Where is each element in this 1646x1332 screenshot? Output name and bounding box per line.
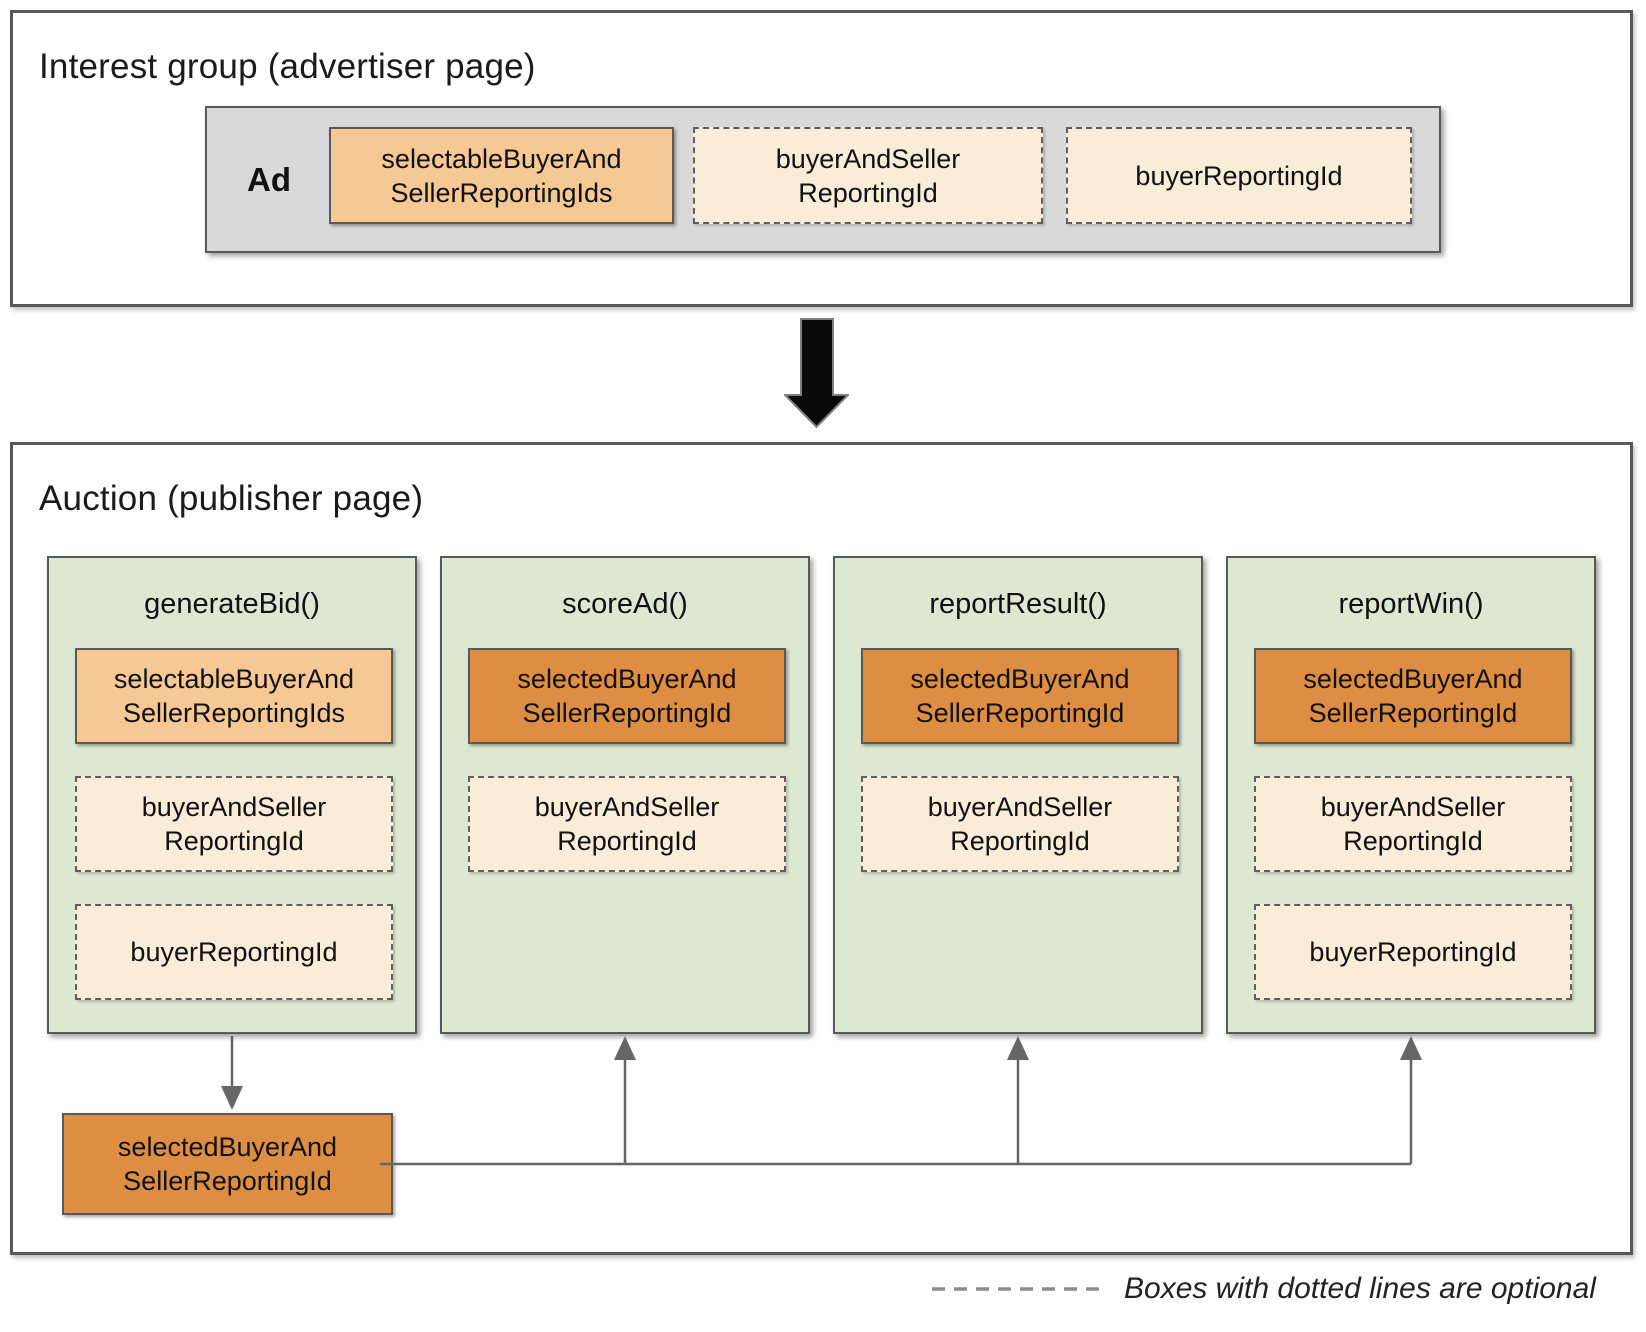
box-label: selectedBuyerAnd SellerReportingId (517, 664, 737, 728)
box-label: buyerReportingId (1309, 937, 1517, 967)
dashed-line-sample-icon (932, 1287, 1100, 1291)
ig-box-label: selectableBuyerAnd SellerReportingIds (381, 143, 622, 208)
ig-box-label: buyerReportingId (1135, 160, 1343, 191)
box-label: selectableBuyerAnd SellerReportingIds (113, 664, 355, 728)
auction-section: Auction (publisher page) generateBid() s… (10, 442, 1633, 1255)
ig-buyer-and-seller-reporting-id-box: buyerAndSeller ReportingId (693, 127, 1043, 224)
generatebid-selectable-ids-box: selectableBuyerAnd SellerReportingIds (75, 648, 393, 744)
reportresult-buyer-and-seller-id-box: buyerAndSeller ReportingId (861, 776, 1179, 872)
flow-down-arrow-shape (784, 318, 849, 429)
selected-buyer-and-seller-reporting-id-output-box: selectedBuyerAnd SellerReportingId (62, 1113, 393, 1215)
scoread-title: scoreAd() (562, 588, 688, 620)
box-label: selectedBuyerAnd SellerReportingId (1303, 664, 1523, 728)
scoread-column: scoreAd() selectedBuyerAnd SellerReporti… (440, 556, 810, 1034)
generatebid-column: generateBid() selectableBuyerAnd SellerR… (47, 556, 417, 1034)
reportresult-title: reportResult() (929, 588, 1107, 620)
reportwin-buyer-and-seller-id-box: buyerAndSeller ReportingId (1254, 776, 1572, 872)
generatebid-buyer-reporting-id-box: buyerReportingId (75, 904, 393, 1000)
box-label: buyerReportingId (130, 937, 338, 967)
reportresult-selected-id-box: selectedBuyerAnd SellerReportingId (861, 648, 1179, 744)
reportresult-column: reportResult() selectedBuyerAnd SellerRe… (833, 556, 1203, 1034)
ad-container: Ad selectableBuyerAnd SellerReportingIds… (205, 106, 1441, 253)
reportwin-selected-id-box: selectedBuyerAnd SellerReportingId (1254, 648, 1572, 744)
reportwin-column: reportWin() selectedBuyerAnd SellerRepor… (1226, 556, 1596, 1034)
reportwin-title: reportWin() (1338, 588, 1484, 620)
scoread-selected-id-box: selectedBuyerAnd SellerReportingId (468, 648, 786, 744)
box-label: buyerAndSeller ReportingId (1320, 792, 1506, 856)
auction-title: Auction (publisher page) (39, 479, 424, 518)
box-label: buyerAndSeller ReportingId (534, 792, 720, 856)
scoread-buyer-and-seller-id-box: buyerAndSeller ReportingId (468, 776, 786, 872)
generatebid-title: generateBid() (144, 588, 320, 620)
interest-group-section: Interest group (advertiser page) Ad sele… (10, 10, 1633, 307)
box-label: buyerAndSeller ReportingId (927, 792, 1113, 856)
ig-buyer-reporting-id-box: buyerReportingId (1066, 127, 1412, 224)
ig-box-label: buyerAndSeller ReportingId (775, 143, 961, 208)
box-label: buyerAndSeller ReportingId (141, 792, 327, 856)
reportwin-buyer-reporting-id-box: buyerReportingId (1254, 904, 1572, 1000)
interest-group-title: Interest group (advertiser page) (39, 47, 536, 86)
ad-label: Ad (247, 160, 291, 198)
box-label: selectedBuyerAnd SellerReportingId (117, 1132, 338, 1196)
generatebid-buyer-and-seller-id-box: buyerAndSeller ReportingId (75, 776, 393, 872)
flow-down-arrow-icon (784, 318, 849, 429)
ig-selectable-buyer-and-seller-reporting-ids-box: selectableBuyerAnd SellerReportingIds (329, 127, 674, 224)
box-label: selectedBuyerAnd SellerReportingId (910, 664, 1130, 728)
legend-text: Boxes with dotted lines are optional (1124, 1272, 1596, 1305)
